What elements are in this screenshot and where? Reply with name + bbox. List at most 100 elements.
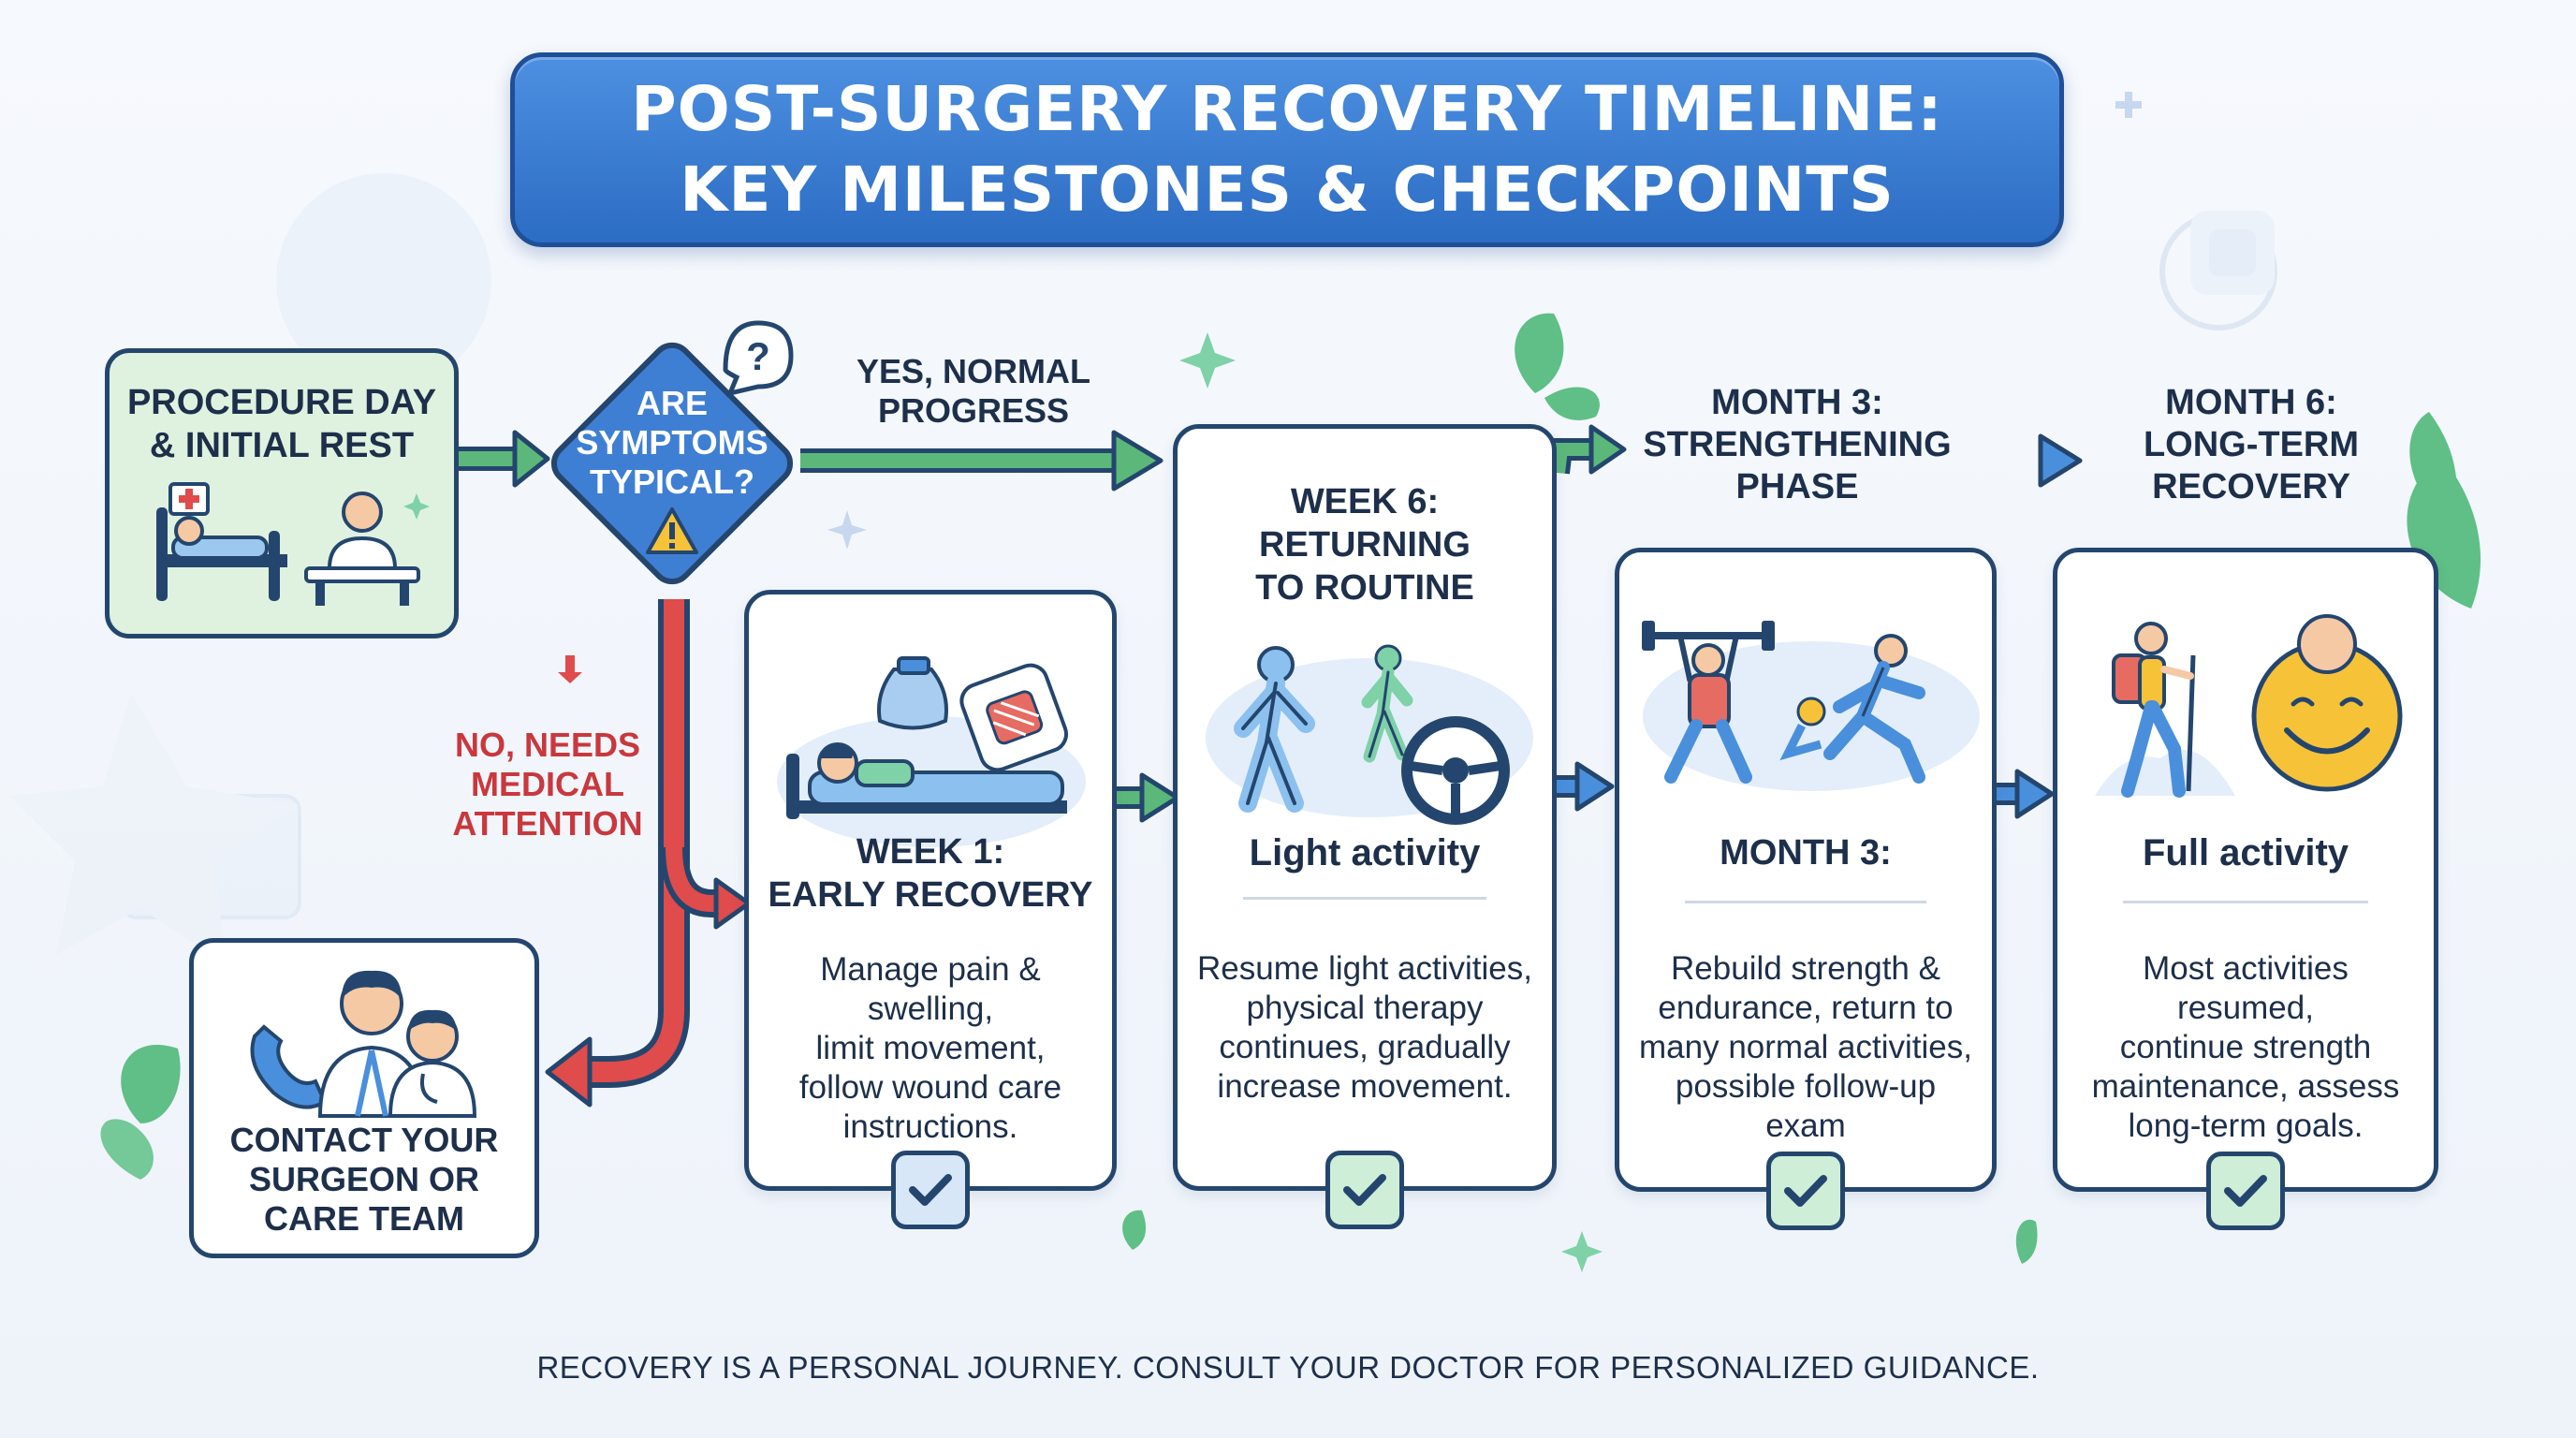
- title-line-1: POST-SURGERY RECOVERY TIMELINE:: [631, 73, 1943, 145]
- month3-header-line-1: MONTH 3:: [1711, 383, 1883, 422]
- steering-wheel-icon: [1401, 716, 1510, 825]
- week6-heading: Light activity: [1249, 832, 1481, 873]
- month6-desc-line-4: long-term goals.: [2128, 1108, 2364, 1144]
- week6-checkbox[interactable]: [1325, 1151, 1404, 1229]
- decision-diamond: [550, 342, 794, 585]
- month3-desc-line-4: possible follow-up exam: [1675, 1068, 1937, 1144]
- month3-desc-line-1: Rebuild strength &: [1671, 950, 1940, 987]
- checkmark-icon: [909, 1174, 952, 1206]
- no-line-2: MEDICAL: [471, 765, 624, 803]
- month6-heading: Full activity: [2142, 832, 2349, 873]
- care-team-icon: [250, 970, 477, 1118]
- checkmark-icon: [1784, 1175, 1827, 1207]
- no-label: NO, NEEDS MEDICAL ATTENTION: [440, 726, 655, 844]
- month6-phase-header: MONTH 6: LONG-TERM RECOVERY: [2097, 382, 2406, 508]
- warning-icon: [646, 507, 698, 554]
- small-down-arrow: [558, 655, 582, 683]
- month6-divider: [2123, 901, 2368, 903]
- week6-desc-line-4: increase movement.: [1217, 1068, 1513, 1105]
- sparkle-decoration: [1179, 332, 1603, 1272]
- week6-header-line-2: RETURNING: [1259, 525, 1471, 565]
- contact-line-3: CARE TEAM: [264, 1199, 464, 1238]
- month3-checkbox[interactable]: [1766, 1152, 1845, 1230]
- arrow-week6-to-month3: [1556, 761, 1615, 812]
- phone-icon: [250, 1024, 328, 1109]
- weightlifter-icon: [1642, 621, 1980, 791]
- arrow-week1-to-week6: [1114, 772, 1180, 823]
- week1-checkbox[interactable]: [891, 1151, 970, 1229]
- contact-line-1: CONTACT YOUR: [229, 1121, 499, 1159]
- month6-desc-line-3: maintenance, assess: [2091, 1068, 2400, 1105]
- arrow-no-path: [545, 599, 752, 1108]
- month3-heading: MONTH 3:: [1720, 833, 1892, 873]
- no-line-1: NO, NEEDS: [454, 726, 641, 764]
- month6-checkbox[interactable]: [2206, 1152, 2285, 1230]
- arrow-month3-to-month6-header: [1970, 433, 2083, 488]
- arrow-yes-path: [800, 430, 1164, 492]
- month3-description: Rebuild strength & endurance, return to …: [1636, 949, 1975, 1146]
- contact-line-2: SURGEON OR: [248, 1160, 480, 1198]
- month3-header-line-3: PHASE: [1735, 467, 1859, 506]
- hiker-icon: [2095, 614, 2403, 798]
- checkmark-icon: [1343, 1174, 1386, 1206]
- month6-desc-line-2: continue strength: [2119, 1029, 2372, 1065]
- week6-card: WEEK 6: RETURNING TO ROUTINE Light activ…: [1173, 424, 1557, 1229]
- week6-description: Resume light activities, physical therap…: [1194, 949, 1535, 1107]
- month6-header-line-2: LONG-TERM: [2143, 425, 2360, 464]
- arrow-month3-to-month6: [1996, 769, 2055, 819]
- week1-heading-line-1: WEEK 1:: [856, 832, 1005, 872]
- start-label-line-1: PROCEDURE DAY: [126, 383, 437, 422]
- week6-header-line-1: WEEK 6:: [1290, 482, 1440, 521]
- week1-desc-line-3: follow wound care: [798, 1069, 1062, 1106]
- decision-line-2: SYMPTOMS: [576, 423, 768, 462]
- month6-header-line-3: RECOVERY: [2152, 467, 2350, 506]
- ice-pack-icon: [877, 656, 948, 730]
- resting-patient-icon: [777, 656, 1086, 847]
- yes-line-2: PROGRESS: [877, 391, 1070, 430]
- week6-desc-line-2: physical therapy: [1246, 990, 1484, 1026]
- month6-description: Most activities resumed, continue streng…: [2074, 949, 2417, 1146]
- smiley-icon: [2251, 614, 2403, 792]
- month3-header-line-2: STRENGTHENING: [1643, 425, 1952, 464]
- month6-card: Full activity Most activities resumed, c…: [2053, 548, 2438, 1230]
- week6-desc-line-3: continues, gradually: [1219, 1029, 1511, 1065]
- walking-person-icon: [1206, 644, 1533, 825]
- background-decoration: [9, 173, 2277, 964]
- procedure-day-box: PROCEDURE DAY & INITIAL REST: [105, 348, 459, 638]
- no-line-3: ATTENTION: [452, 804, 643, 843]
- month6-desc-line-1: Most activities resumed,: [2143, 950, 2349, 1026]
- week1-card: WEEK 1: EARLY RECOVERY Manage pain & swe…: [744, 590, 1117, 1229]
- hospital-bed-icon: [156, 482, 287, 601]
- month3-divider: [1685, 901, 1926, 903]
- month3-desc-line-3: many normal activities,: [1639, 1029, 1972, 1065]
- week6-header: WEEK 6: RETURNING TO ROUTINE: [1178, 480, 1552, 609]
- week6-header-line-3: TO ROUTINE: [1255, 568, 1474, 608]
- yes-line-1: YES, NORMAL: [856, 352, 1090, 390]
- arrow-week6-to-month3-header: [1547, 424, 1627, 475]
- week1-desc-line-1: Manage pain & swelling,: [820, 951, 1041, 1027]
- week1-description: Manage pain & swelling, limit movement, …: [766, 950, 1095, 1147]
- month3-desc-line-2: endurance, return to: [1658, 990, 1954, 1026]
- bandage-icon: [959, 663, 1069, 772]
- week1-desc-line-2: limit movement,: [815, 1030, 1046, 1066]
- title-line-2: KEY MILESTONES & CHECKPOINTS: [680, 154, 1895, 226]
- decision-line-1: ARE: [636, 384, 708, 422]
- week6-divider: [1243, 897, 1486, 900]
- month6-header-line-1: MONTH 6:: [2165, 383, 2337, 422]
- decision-label: ARE SYMPTOMS TYPICAL?: [532, 384, 812, 502]
- svg-text:?: ?: [746, 334, 770, 378]
- title-banner: POST-SURGERY RECOVERY TIMELINE: KEY MILE…: [510, 52, 2064, 247]
- checkmark-icon: [2224, 1175, 2267, 1207]
- month3-phase-header: MONTH 3: STRENGTHENING PHASE: [1610, 382, 1984, 508]
- week1-heading-line-2: EARLY RECOVERY: [768, 875, 1093, 915]
- yes-label: YES, NORMAL PROGRESS: [842, 352, 1105, 431]
- runner-icon: [1823, 634, 1925, 784]
- start-label-line-2: & INITIAL REST: [149, 426, 415, 465]
- month3-card: MONTH 3: Rebuild strength & endurance, r…: [1615, 548, 1997, 1230]
- contact-care-team-box: CONTACT YOUR SURGEON OR CARE TEAM: [189, 938, 539, 1258]
- decision-line-3: TYPICAL?: [590, 462, 754, 501]
- week1-heading: WEEK 1: EARLY RECOVERY: [749, 830, 1112, 917]
- question-bubble-icon: ?: [723, 320, 794, 397]
